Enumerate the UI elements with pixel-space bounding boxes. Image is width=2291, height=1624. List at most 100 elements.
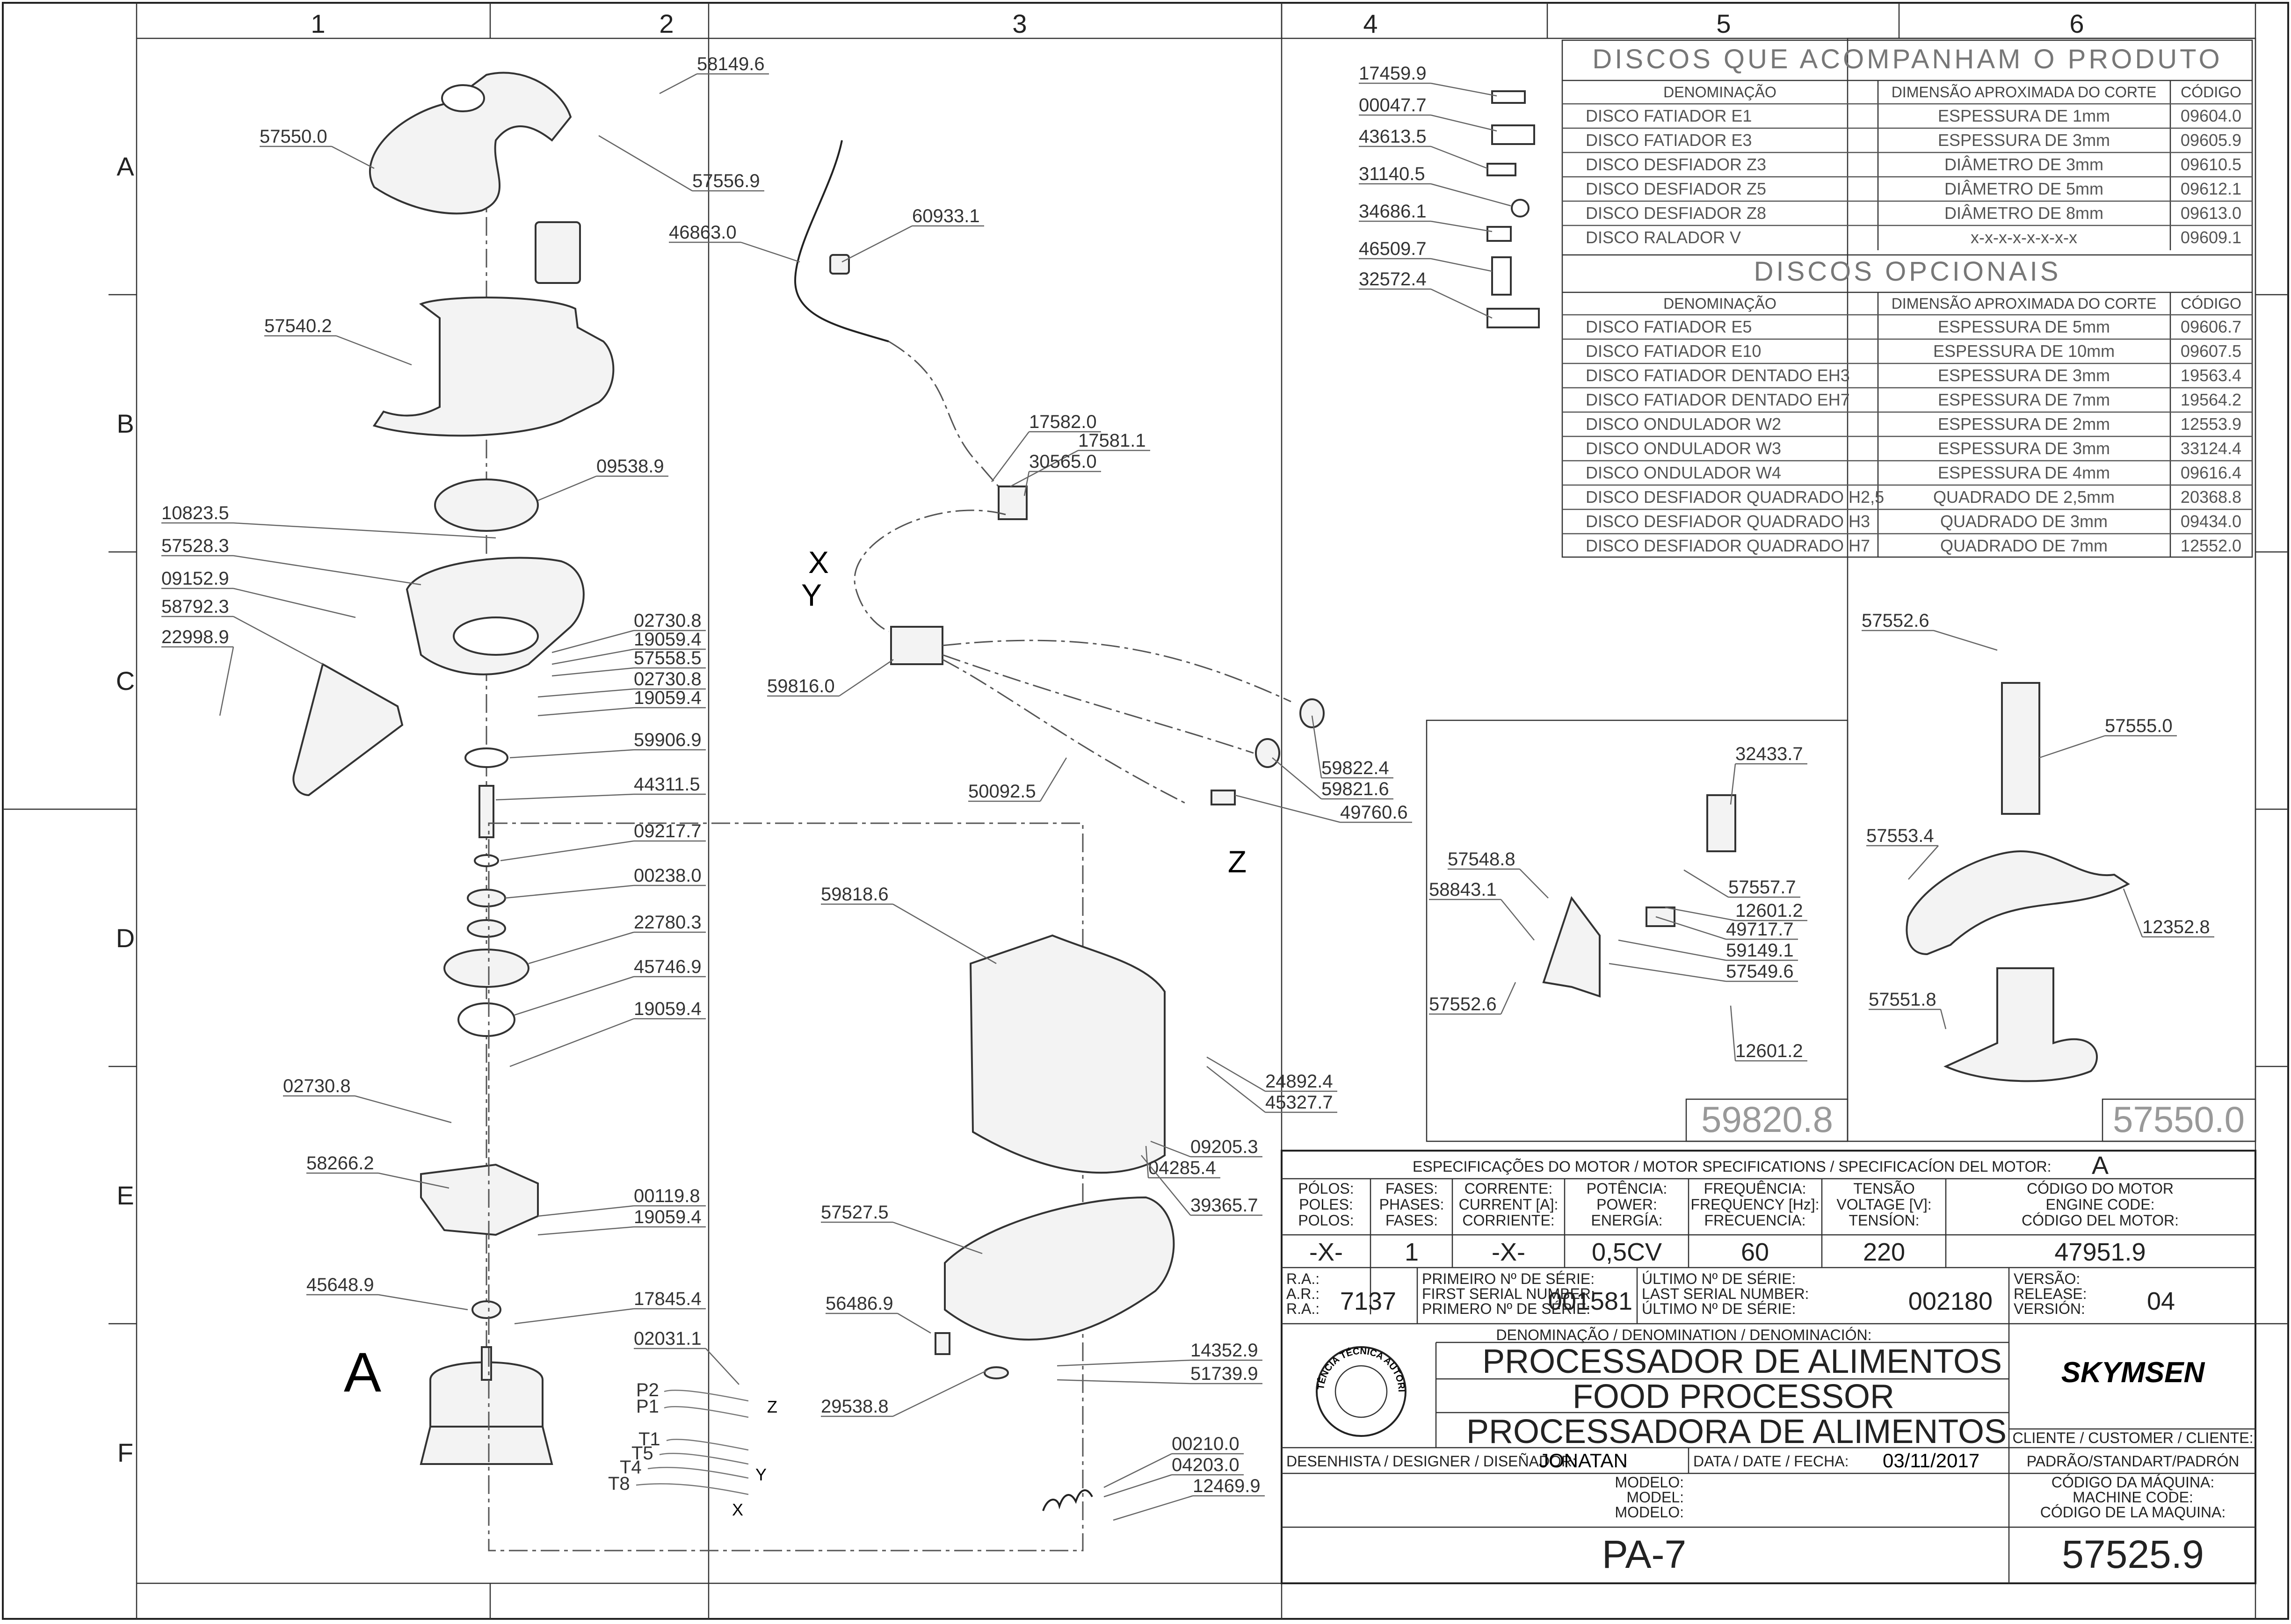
motor-lead-label: T1	[638, 1429, 660, 1450]
part-number-label: 46863.0	[669, 222, 737, 243]
part-number-label: 57527.5	[821, 1202, 889, 1223]
part-number-label: 59818.6	[821, 884, 889, 905]
part-number-label: 32433.7	[1735, 744, 1803, 764]
column-label: 3	[1012, 9, 1027, 38]
spec-header-label: ENGINE CODE:	[2046, 1196, 2155, 1213]
capacitor-box	[890, 626, 943, 665]
drive-shaft	[478, 785, 494, 838]
poles-value: -X-	[1309, 1238, 1343, 1266]
disc-name: DISCO DESFIADOR QUADRADO H7	[1586, 536, 1870, 555]
part-number-label: 57556.9	[692, 171, 760, 191]
header-code: CÓDIGO	[2181, 84, 2241, 101]
first-serial-value: 001581	[1548, 1287, 1632, 1315]
motor-lead-wire	[666, 1439, 749, 1451]
cable-plug-3	[1211, 790, 1236, 805]
disc-dimension: ESPESSURA DE 4mm	[1938, 463, 2110, 482]
part-number-label: 02730.8	[634, 610, 702, 631]
part-number-label: 56486.9	[826, 1293, 893, 1314]
ra-label: R.A.:	[1286, 1300, 1320, 1317]
base-cover	[944, 1196, 1175, 1341]
disc-name: DISCO DESFIADOR Z3	[1586, 155, 1766, 174]
spec-header-label: CÓDIGO DO MOTOR	[2027, 1180, 2174, 1197]
part-number-label: 22780.3	[634, 912, 702, 933]
part-number-label: 19059.4	[634, 999, 702, 1019]
ground-symbol-icon	[1511, 199, 1530, 218]
disc-name: DISCO FATIADOR E5	[1586, 317, 1752, 336]
designer-value: JONATAN	[1539, 1450, 1628, 1472]
disc-code: 19564.2	[2181, 390, 2241, 409]
part-number-label: 59816.0	[767, 676, 835, 696]
disc-dimension: ESPESSURA DE 10mm	[1933, 341, 2115, 361]
spec-header-label: CORRENTE:	[1464, 1180, 1552, 1197]
part-number-label: 49760.6	[1340, 802, 1408, 823]
motor-lead-label: T5	[631, 1443, 653, 1464]
part-number-label: 12352.8	[2142, 917, 2210, 937]
version-label: RELEASE:	[2014, 1285, 2087, 1302]
machine-code-label: CÓDIGO DA MÁQUINA:	[2052, 1474, 2214, 1491]
disc-dimension: DIÂMETRO DE 5mm	[1944, 179, 2103, 198]
last-serial-label: ÚLTIMO Nº DE SÉRIE:	[1642, 1300, 1796, 1317]
part-number-label: 00119.8	[634, 1186, 700, 1206]
spec-header-label: POLOS:	[1298, 1212, 1354, 1229]
disc-code: 09610.5	[2181, 155, 2241, 174]
model-label: MODELO:	[1615, 1474, 1684, 1491]
version-label: VERSIÓN:	[2014, 1300, 2085, 1317]
disc-dimension: QUADRADO DE 3mm	[1940, 512, 2108, 531]
center-assembly	[488, 140, 1325, 1552]
feed-tube-subassembly-code: 57550.0	[2113, 1099, 2245, 1140]
spec-header-label: POWER:	[1596, 1196, 1657, 1213]
row-label: F	[117, 1438, 133, 1467]
part-number-label: 09152.9	[161, 568, 229, 589]
part-number-label: 02730.8	[283, 1076, 351, 1096]
machine-code-label: CÓDIGO DE LA MAQUINA:	[2040, 1504, 2226, 1521]
disc-code: 09434.0	[2181, 512, 2241, 531]
switch-label	[1491, 256, 1512, 296]
part-number-label: 59821.6	[1321, 779, 1389, 799]
part-number-label: 02730.8	[634, 669, 702, 689]
switch-housing	[1542, 896, 1601, 998]
spec-header-label: FASES:	[1385, 1180, 1438, 1197]
part-number-label: 45648.9	[306, 1275, 374, 1295]
version-label: VERSÃO:	[2014, 1270, 2080, 1287]
label-sticker	[1486, 163, 1516, 176]
spec-header-label: ENERGÍA:	[1591, 1212, 1663, 1229]
seal-text: ASSISTÊNCIA TÉCNICA AUTORIZADA	[0, 0, 1406, 1392]
motor-lead-wire	[636, 1483, 749, 1495]
motor-spec-letter: A	[344, 1341, 381, 1404]
bearing-upper	[467, 889, 506, 907]
lid-base	[1943, 967, 2098, 1082]
disc-dimension: DIÂMETRO DE 3mm	[1944, 155, 2103, 174]
row-label: C	[116, 666, 135, 696]
slicing-disc	[434, 478, 539, 532]
pulley	[443, 949, 529, 988]
model-label: MODELO:	[1615, 1504, 1684, 1521]
motor-lead-label: T8	[608, 1473, 630, 1494]
part-number-label: 50092.5	[968, 781, 1036, 802]
last-serial-label: LAST SERIAL NUMBER:	[1642, 1285, 1809, 1302]
part-number-label: 19059.4	[634, 688, 702, 708]
disc-code: 09607.5	[2181, 341, 2241, 361]
disc-dimension: ESPESSURA DE 3mm	[1938, 366, 2110, 385]
part-number-label: 09217.7	[634, 821, 702, 841]
frequency-value: 60	[1741, 1238, 1769, 1266]
spec-header-label: TENSÍON:	[1849, 1212, 1919, 1229]
part-number-label: 04285.4	[1148, 1158, 1216, 1178]
part-number-label: 19059.4	[634, 629, 702, 650]
foot-pad	[984, 1366, 1009, 1379]
disc-code: 09605.9	[2181, 130, 2241, 150]
bowl-shroud	[372, 297, 615, 437]
date-label: DATA / DATE / FECHA:	[1693, 1453, 1849, 1470]
header-denomination: DENOMINAÇÃO	[1663, 84, 1776, 101]
disc-code: 09613.0	[2181, 203, 2241, 223]
feed-tube-top	[441, 84, 485, 112]
header-code: CÓDIGO	[2181, 295, 2241, 312]
part-number-label: 24892.4	[1265, 1071, 1333, 1092]
part-number-label: 10823.5	[161, 503, 229, 523]
left-exploded-assembly	[292, 72, 615, 1465]
part-number-label: 34686.1	[1359, 201, 1427, 222]
header-denomination: DENOMINAÇÃO	[1663, 295, 1776, 312]
part-number-label: 29538.8	[821, 1396, 889, 1417]
part-number-label: 17582.0	[1029, 412, 1097, 432]
column-label: 6	[2069, 9, 2084, 38]
disc-name: DISCO FATIADOR E1	[1586, 106, 1752, 125]
